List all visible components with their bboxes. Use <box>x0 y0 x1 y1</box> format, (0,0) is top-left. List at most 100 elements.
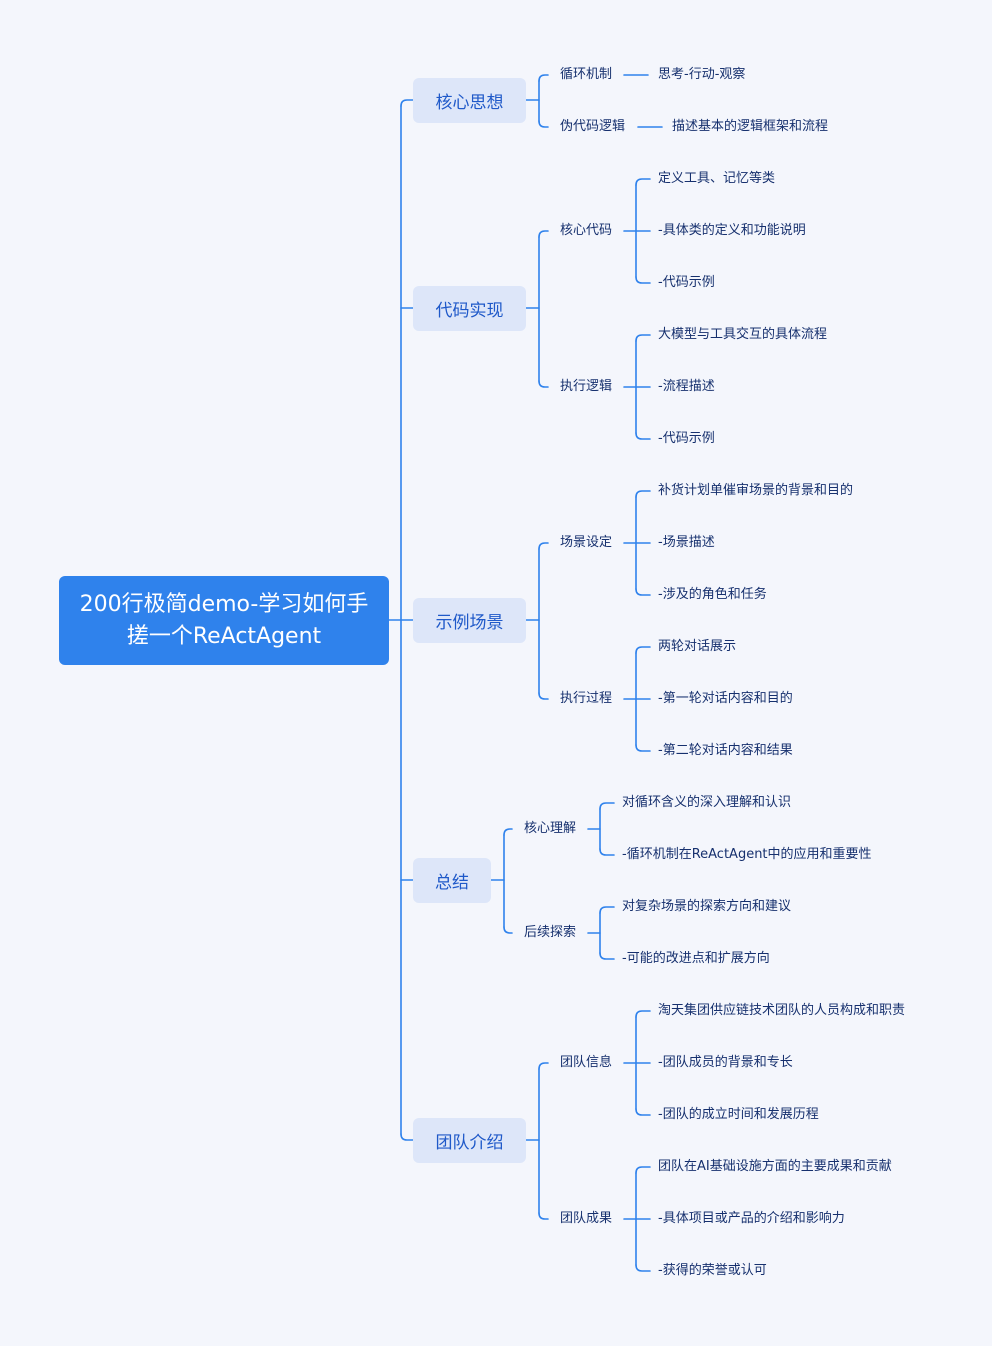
leaf-b1c1-0-label: 思考-行动-观察 <box>658 67 746 82</box>
subtopic-b4c2: 后续探索 <box>524 923 576 943</box>
leaf-b5c2-0: 团队在AI基础设施方面的主要成果和贡献 <box>658 1157 892 1177</box>
leaf-b5c2-1-label: -具体项目或产品的介绍和影响力 <box>658 1211 845 1226</box>
leaf-b2c1-0-label: 定义工具、记忆等类 <box>658 171 776 186</box>
leaf-b3c2-0: 两轮对话展示 <box>658 637 736 657</box>
leaf-b4c1-1: -循环机制在ReActAgent中的应用和重要性 <box>622 845 872 865</box>
subtopic-b5c2-label: 团队成果 <box>560 1211 613 1226</box>
subtopic-b3c1: 场景设定 <box>560 533 612 553</box>
leaf-b3c2-0-label: 两轮对话展示 <box>658 639 737 654</box>
subtopic-b4c1-connector-twig <box>599 848 615 856</box>
leaf-b5c2-0-label: 团队在AI基础设施方面的主要成果和贡献 <box>658 1159 892 1174</box>
leaf-b4c2-1: -可能的改进点和扩展方向 <box>622 949 770 969</box>
subtopic-b2c2-connector-twig <box>635 334 651 342</box>
subtopic-b5c1: 团队信息 <box>560 1053 612 1073</box>
leaf-b5c2-2-label: -获得的荣誉或认可 <box>658 1263 767 1278</box>
leaf-b4c2-1-label: -可能的改进点和扩展方向 <box>622 951 770 966</box>
leaf-b5c1-1: -团队成员的背景和专长 <box>658 1053 793 1073</box>
subtopic-b4c1: 核心理解 <box>524 819 576 839</box>
subtopic-b3c1-connector-twig <box>635 588 651 596</box>
subtopic-b5c1-connector-twig <box>635 1010 651 1018</box>
subtopic-b1c2-label: 伪代码逻辑 <box>560 119 626 134</box>
leaf-b2c1-2-label: -代码示例 <box>658 275 715 290</box>
leaf-b2c2-2: -代码示例 <box>658 429 715 449</box>
leaf-b2c2-0-label: 大模型与工具交互的具体流程 <box>658 327 828 342</box>
leaf-b3c1-1-label: -场景描述 <box>658 535 715 550</box>
subtopic-b2c1-connector-twig <box>635 178 651 186</box>
leaf-b2c1-2: -代码示例 <box>658 273 715 293</box>
leaf-b3c1-0: 补货计划单催审场景的背景和目的 <box>658 481 853 501</box>
leaf-b2c1-1-label: -具体类的定义和功能说明 <box>658 223 806 238</box>
root-title: 200行极简demo-学习如何手搓一个ReActAgent <box>79 591 369 649</box>
root-connector-twig <box>400 99 414 107</box>
leaf-b4c1-1-label: -循环机制在ReActAgent中的应用和重要性 <box>622 847 872 862</box>
subtopic-b4c2-connector-twig <box>599 952 615 960</box>
branch-b4-label: 总结 <box>435 873 469 893</box>
subtopic-b5c1-connector-twig <box>635 1108 651 1116</box>
leaf-b4c1-0: 对循环含义的深入理解和认识 <box>622 793 791 813</box>
branch-b1: 核心思想 <box>413 78 526 123</box>
leaf-b3c2-2-label: -第二轮对话内容和结果 <box>658 743 793 758</box>
leaf-b5c1-0: 淘天集团供应链技术团队的人员构成和职责 <box>658 1001 905 1021</box>
subtopic-b2c2-label: 执行逻辑 <box>560 379 613 394</box>
subtopic-b4c1-label: 核心理解 <box>524 821 577 836</box>
subtopic-b2c2-connector-twig <box>635 432 651 440</box>
leaf-b2c2-1-label: -流程描述 <box>658 379 715 394</box>
leaf-b5c2-2: -获得的荣誉或认可 <box>658 1261 767 1281</box>
leaf-b3c1-2-label: -涉及的角色和任务 <box>658 587 767 602</box>
leaf-b4c2-0-label: 对复杂场景的探索方向和建议 <box>622 899 792 914</box>
subtopic-b5c2-connector-twig <box>635 1264 651 1272</box>
subtopic-b5c2: 团队成果 <box>560 1209 612 1229</box>
subtopic-b3c1-connector-twig <box>635 490 651 498</box>
subtopic-b5c1-label: 团队信息 <box>560 1055 613 1070</box>
leaf-b3c1-2: -涉及的角色和任务 <box>658 585 767 605</box>
leaf-b2c2-1: -流程描述 <box>658 377 715 397</box>
subtopic-b1c1-label: 循环机制 <box>560 67 613 82</box>
branch-b5: 团队介绍 <box>413 1118 526 1163</box>
subtopic-b3c2: 执行过程 <box>560 689 612 709</box>
leaf-b2c2-0: 大模型与工具交互的具体流程 <box>658 325 827 345</box>
branch-b1-connector-twig <box>538 120 549 128</box>
branch-b2: 代码实现 <box>413 286 526 331</box>
subtopic-b3c1-label: 场景设定 <box>560 535 613 550</box>
leaf-b1c1-0: 思考-行动-观察 <box>658 65 745 85</box>
leaf-b3c2-1-label: -第一轮对话内容和目的 <box>658 691 793 706</box>
leaf-b3c2-1: -第一轮对话内容和目的 <box>658 689 793 709</box>
branch-b1-label: 核心思想 <box>435 93 504 113</box>
subtopic-b3c2-label: 执行过程 <box>560 691 613 706</box>
branch-b2-label: 代码实现 <box>435 301 504 321</box>
leaf-b2c1-1: -具体类的定义和功能说明 <box>658 221 806 241</box>
branch-b4-connector-twig <box>503 926 513 934</box>
root-connector-twig <box>400 1133 414 1141</box>
leaf-b5c2-1: -具体项目或产品的介绍和影响力 <box>658 1209 845 1229</box>
branch-b4-connector-twig <box>503 828 513 836</box>
leaf-b3c1-1: -场景描述 <box>658 533 715 553</box>
branch-b4: 总结 <box>413 858 491 903</box>
leaf-b2c2-2-label: -代码示例 <box>658 431 715 446</box>
subtopic-b2c1: 核心代码 <box>560 221 612 241</box>
branch-b3: 示例场景 <box>413 598 526 643</box>
branch-b2-connector-twig <box>538 380 549 388</box>
subtopic-b2c1-label: 核心代码 <box>560 223 613 238</box>
subtopic-b3c2-connector-twig <box>635 646 651 654</box>
leaf-b2c1-0: 定义工具、记忆等类 <box>658 169 775 189</box>
branch-b5-connector-twig <box>538 1212 549 1220</box>
subtopic-b5c2-connector-twig <box>635 1166 651 1174</box>
branch-b1-connector-twig <box>538 74 549 82</box>
subtopic-b1c2: 伪代码逻辑 <box>560 117 625 137</box>
subtopic-b2c1-connector-twig <box>635 276 651 284</box>
leaf-b1c2-0: 描述基本的逻辑框架和流程 <box>672 117 828 137</box>
leaf-b5c1-0-label: 淘天集团供应链技术团队的人员构成和职责 <box>658 1003 906 1018</box>
leaf-b5c1-2: -团队的成立时间和发展历程 <box>658 1105 819 1125</box>
leaf-b1c2-0-label: 描述基本的逻辑框架和流程 <box>672 119 829 134</box>
subtopic-b1c1: 循环机制 <box>560 65 612 85</box>
leaf-b3c2-2: -第二轮对话内容和结果 <box>658 741 793 761</box>
branch-b3-label: 示例场景 <box>435 613 504 633</box>
subtopic-b4c2-connector-twig <box>599 906 615 914</box>
branch-b5-connector-twig <box>538 1062 549 1070</box>
branch-b3-connector-twig <box>538 692 549 700</box>
subtopic-b3c2-connector-twig <box>635 744 651 752</box>
root-node: 200行极简demo-学习如何手搓一个ReActAgent <box>59 576 389 665</box>
branch-b2-connector-twig <box>538 230 549 238</box>
